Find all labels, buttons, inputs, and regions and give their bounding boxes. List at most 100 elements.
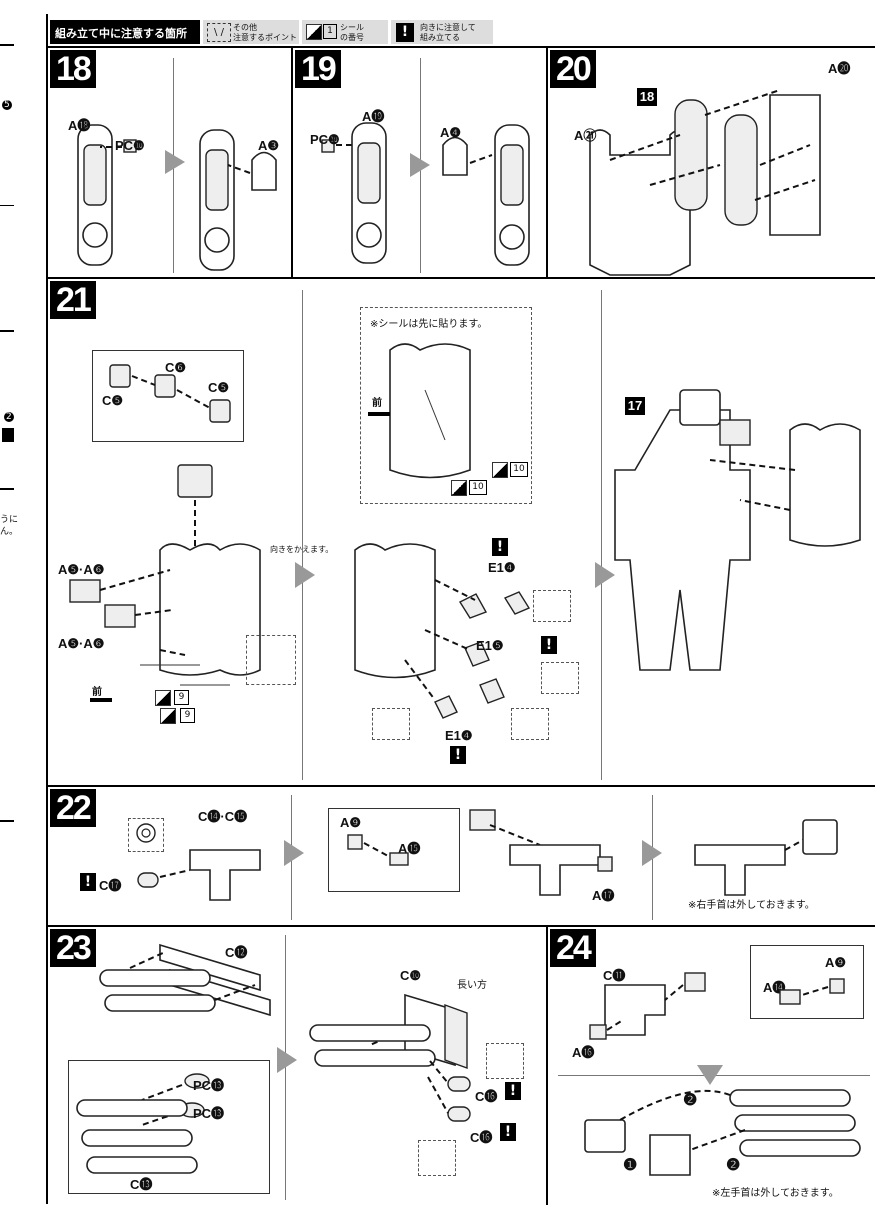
- note-left-wrist: ※左手首は外しておきます。: [712, 1188, 839, 1199]
- label-step-2b: ❷: [726, 1157, 741, 1174]
- label-c16-a: C⓰: [475, 1089, 498, 1104]
- exclamation-icon-c17: !: [80, 873, 96, 891]
- exclamation-icon-c16a: !: [505, 1082, 521, 1100]
- label-e14-bottom: E1❹: [445, 728, 473, 743]
- label-a19: A⓳: [362, 109, 385, 124]
- front-arrow: [90, 698, 112, 702]
- step-arrow: [165, 150, 185, 174]
- label-a3: A❸: [258, 138, 280, 153]
- c-parts-assembled: [177, 464, 213, 498]
- step-number-22: 22: [50, 789, 96, 827]
- barrel-d: [314, 1049, 436, 1067]
- label-a5a6-bottom: A❺·A❻: [58, 636, 105, 651]
- exclamation-icon-c16b: !: [500, 1123, 516, 1141]
- label-c5-b: C❺: [208, 380, 230, 395]
- label-a5a6-top: A❺·A❻: [58, 562, 105, 577]
- legend-other-icon: \ /: [207, 23, 231, 42]
- gun-part-b: [509, 844, 601, 896]
- label-a15: A⓯: [398, 841, 421, 856]
- left-strip-text-l2: ん。: [0, 527, 19, 537]
- step21-arrow-1: [295, 562, 315, 588]
- label-c10: C❿: [400, 968, 422, 983]
- gun-part: [189, 849, 261, 901]
- step19-frame-part-b: [494, 124, 530, 266]
- label-e14-top: E1❹: [488, 560, 516, 575]
- robot-body: [614, 409, 751, 671]
- step-arrow: [410, 153, 430, 177]
- header-title: 組み立て中に注意する箇所: [55, 27, 187, 40]
- step-number-24: 24: [550, 929, 596, 967]
- e14-part-b: [479, 678, 505, 704]
- detail-box-e14-right: [511, 708, 549, 740]
- legend-seal-l2: の番号: [340, 33, 364, 42]
- legend-other-l1: その他: [233, 23, 257, 32]
- step18-frame-part-b: [199, 129, 235, 271]
- callout-box-c5c6: [92, 350, 244, 442]
- barrel-a: [99, 969, 211, 987]
- rule-vert-24: [546, 925, 548, 1205]
- detail-box-e15: [541, 662, 579, 694]
- e15-part: [464, 641, 490, 667]
- label-c6: C❻: [165, 360, 187, 375]
- left-strip-text-l1: うに: [0, 515, 19, 525]
- seal-icon-10a: [492, 462, 508, 478]
- step-number-23: 23: [50, 929, 96, 967]
- left-strip-badge: 5: [2, 100, 12, 110]
- detail-box-c17: [128, 818, 164, 852]
- step23b-illustration: [76, 1073, 210, 1174]
- left-hand-part: [584, 1119, 626, 1153]
- barrel-c: [309, 1024, 431, 1042]
- step20-illustration: [589, 89, 821, 276]
- exclamation-icon-e14b: !: [450, 746, 466, 764]
- ref-box-18: 18: [637, 88, 657, 106]
- e14-part-a: [458, 593, 488, 619]
- rule-row4: [48, 925, 875, 927]
- exclamation-icon-e14a: !: [492, 538, 508, 556]
- body-unit-back: [389, 343, 471, 479]
- pc10-part: [321, 139, 335, 153]
- pc13-part-a: [184, 1073, 210, 1089]
- callout-box-c13: [68, 1060, 270, 1194]
- body-unit-front: [354, 543, 436, 679]
- seal-num-10a: 10: [510, 462, 528, 477]
- legend-dir-l2: 組み立てる: [420, 33, 460, 42]
- note-seal-first: ※シールは先に貼ります。: [370, 319, 488, 330]
- label-c13: C⓭: [130, 1177, 153, 1192]
- step18-illustration: [77, 124, 277, 271]
- note-right-wrist: ※右手首は外しておきます。: [688, 900, 815, 911]
- frame-18-part: [674, 99, 708, 211]
- label-c12: C⓬: [225, 945, 248, 960]
- step24b-illustration: [779, 978, 845, 1005]
- step23-arrow: [277, 1047, 297, 1073]
- label-a16: A⓰: [572, 1045, 595, 1060]
- label-pc10: PC❿: [115, 138, 145, 153]
- step18-frame-part-a: [77, 124, 113, 266]
- c17-part: [137, 872, 159, 888]
- label-c5-a: C❺: [102, 393, 124, 408]
- seal-num-10b: 10: [469, 480, 487, 495]
- step19-frame-part-a: [351, 122, 387, 264]
- label-pc13-a: PC⓭: [193, 1078, 225, 1093]
- step22-arrow-1: [284, 840, 304, 866]
- label-e15: E1❺: [476, 638, 504, 653]
- exclamation-icon: !: [396, 23, 414, 42]
- left-strip-badge2: 2: [4, 412, 14, 422]
- label-pc13-b: PC⓭: [193, 1106, 225, 1121]
- pc10-part: [123, 139, 137, 153]
- left-strip-excl: [2, 428, 14, 442]
- exclamation-icon-e15: !: [541, 636, 557, 654]
- label-c16-b: C⓰: [470, 1130, 493, 1145]
- barrel-b: [104, 994, 216, 1012]
- legend-seal-num: 1: [323, 24, 337, 39]
- a56-part-a: [69, 579, 101, 603]
- rule-vert-19: [291, 46, 293, 277]
- ref-box-17: 17: [625, 397, 645, 415]
- step22c-illustration: [694, 819, 838, 896]
- header-title-bar: [50, 20, 200, 44]
- body-unit: [159, 543, 261, 676]
- backpack-unit: [789, 423, 861, 547]
- label-a9: A❾: [340, 815, 362, 830]
- step22-arrow-2: [642, 840, 662, 866]
- detail-box-e14-top: [533, 590, 571, 622]
- detail-box-side: [246, 635, 296, 685]
